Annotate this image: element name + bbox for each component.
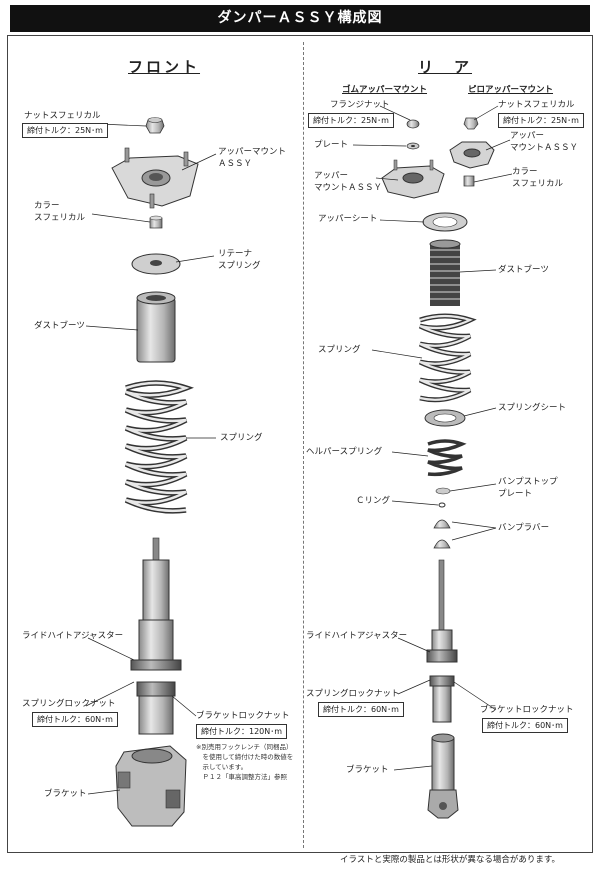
front-nut-torque-box: 締付トルク：25N･m — [22, 123, 108, 138]
front-damper-part — [130, 537, 182, 735]
rear-bump-rubber-part — [433, 519, 451, 549]
rear-dust-boots-part — [429, 239, 461, 306]
rear-spring-label: スプリング — [318, 345, 361, 355]
rear-nut-spherical-label: ナットスフェリカル — [498, 100, 575, 110]
rear-spring-seat-part — [424, 409, 466, 427]
front-bracket-part — [115, 745, 187, 827]
rear-flange-nut-label: フランジナット — [330, 100, 390, 110]
rear-collar-label: カラー スフェリカル — [512, 167, 564, 189]
rear-pillow-mount-heading: ピロアッパーマウント — [468, 85, 554, 95]
rear-bump-rubber-label: バンプラバー — [498, 523, 550, 533]
front-bracket-lock-nut-label: ブラケットロックナット — [196, 711, 290, 721]
front-bracket-label: ブラケット — [44, 789, 87, 799]
front-dust-boots-part — [136, 291, 176, 363]
rear-bracket-label: ブラケット — [346, 765, 389, 775]
rear-plate-part — [406, 142, 420, 150]
rear-upper-seat-label: アッパーシート — [318, 214, 378, 224]
front-spring-label: スプリング — [220, 433, 263, 443]
rear-ride-height-label: ライドハイトアジャスター — [306, 631, 408, 641]
rear-bracket-lock-nut-label: ブラケットロックナット — [480, 705, 574, 715]
front-retainer-label: リテーナ スプリング — [218, 249, 261, 271]
front-nut-spherical-label: ナットスフェリカル — [24, 111, 101, 121]
front-upper-mount-part — [111, 147, 199, 209]
front-nut-spherical-part — [145, 117, 165, 134]
front-bracket-note: ※別売用フックレンチ（同梱品） を使用して締付けた時の数値を 示しています。 Ｐ… — [196, 743, 294, 781]
front-collar-label: カラー スフェリカル — [34, 201, 86, 223]
rear-flange-torque-box: 締付トルク：25N･m — [308, 113, 394, 128]
rear-bracket-lock-torque-box: 締付トルク：60N･m — [482, 718, 568, 733]
front-retainer-spring-part — [131, 253, 181, 275]
front-spring-lock-nut-label: スプリングロックナット — [22, 699, 116, 709]
rear-c-ring-part — [438, 502, 446, 508]
rear-spring-seat-label: スプリングシート — [498, 403, 567, 413]
front-ride-height-label: ライドハイトアジャスター — [22, 631, 124, 641]
rear-rubber-upper-mount-part — [381, 159, 445, 199]
front-spring-lock-torque-box: 締付トルク：60N･m — [32, 712, 118, 727]
front-bracket-lock-torque-box: 締付トルク：120N･m — [196, 724, 288, 739]
rear-damper-part — [426, 559, 458, 723]
rear-rubber-mount-heading: ゴムアッパーマウント — [342, 85, 428, 95]
front-collar-part — [149, 215, 163, 229]
rear-rubber-upper-mount-label: アッパー マウントＡＳＳＹ — [314, 171, 383, 193]
rear-pillow-nut-part — [463, 117, 479, 130]
rear-pillow-upper-mount-label: アッパー マウントＡＳＳＹ — [510, 131, 579, 153]
rear-spring-part — [418, 313, 477, 403]
rear-helper-spring-part — [427, 439, 467, 477]
footer-disclaimer: イラストと実際の製品とは形状が異なる場合があります。 — [340, 855, 560, 865]
front-spring-part — [124, 380, 194, 514]
rear-plate-label: プレート — [314, 140, 349, 150]
rear-nut-torque-box: 締付トルク：25N･m — [498, 113, 584, 128]
rear-dust-boots-label: ダストブーツ — [498, 265, 549, 275]
rear-pillow-upper-mount-part — [449, 141, 495, 169]
rear-helper-spring-label: ヘルパースプリング — [306, 447, 383, 457]
front-title: フロント — [128, 58, 201, 76]
diagram-frame — [7, 35, 593, 853]
rear-bump-stop-plate-label: バンプストップ プレート — [498, 477, 558, 499]
rear-title: リ ア — [418, 58, 473, 76]
front-dust-boots-label: ダストブーツ — [34, 321, 85, 331]
section-divider — [303, 42, 304, 848]
rear-flange-nut-part — [406, 119, 420, 129]
rear-c-ring-label: Ｃリング — [356, 496, 391, 506]
page-title: ダンパーＡＳＳＹ構成図 — [10, 5, 590, 32]
rear-upper-seat-part — [422, 212, 468, 232]
rear-bracket-part — [427, 733, 459, 819]
rear-bump-stop-plate-part — [435, 487, 451, 495]
front-upper-mount-label: アッパーマウント ＡＳＳＹ — [218, 147, 287, 169]
rear-spring-lock-nut-label: スプリングロックナット — [306, 689, 400, 699]
rear-spring-lock-torque-box: 締付トルク：60N･m — [318, 702, 404, 717]
rear-collar-part — [463, 175, 475, 187]
